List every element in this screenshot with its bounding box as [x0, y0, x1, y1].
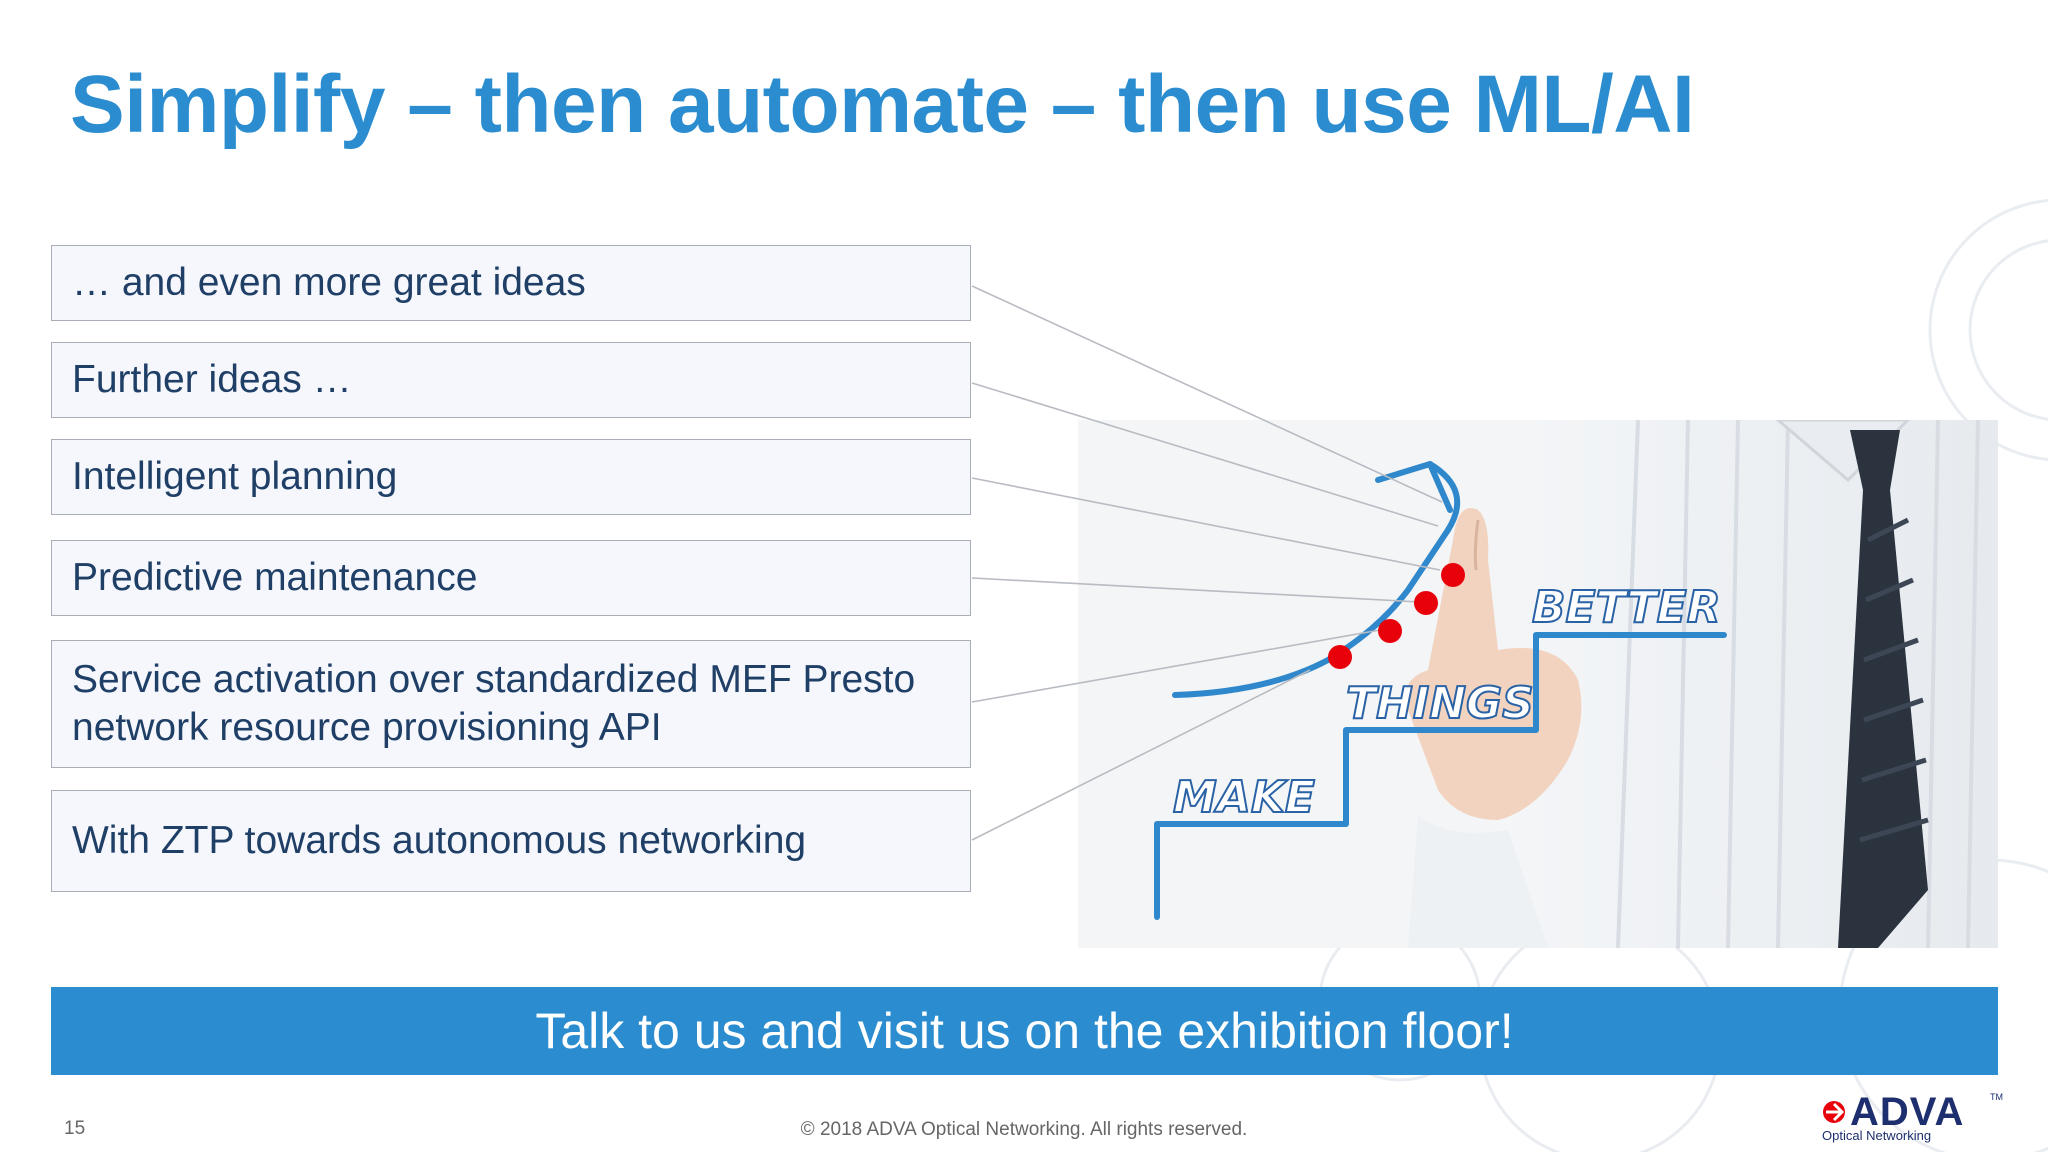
- image-word-make: MAKE: [1173, 772, 1315, 823]
- make-things-better-image: MAKE THINGS BETTER: [1078, 420, 1998, 948]
- idea-text: With ZTP towards autonomous networking: [72, 819, 807, 862]
- logo-subtitle: Optical Networking: [1822, 1128, 1932, 1143]
- page-number: 15: [64, 1118, 86, 1139]
- idea-box-more-great-ideas: … and even more great ideas: [51, 245, 971, 321]
- idea-text: Intelligent planning: [72, 455, 398, 498]
- idea-box-intelligent-planning: Intelligent planning: [51, 439, 971, 515]
- logo-wordmark: ADVA: [1850, 1090, 1965, 1134]
- adva-logo: ADVA TM Optical Networking: [1818, 1090, 2003, 1144]
- idea-text: Service activation over standardized MEF…: [72, 658, 916, 749]
- idea-text: Further ideas …: [72, 358, 352, 401]
- banner-text: Talk to us and visit us on the exhibitio…: [535, 1003, 1514, 1059]
- slide-title: Simplify – then automate – then use ML/A…: [70, 59, 1695, 150]
- idea-box-ztp-autonomous: With ZTP towards autonomous networking: [51, 790, 971, 892]
- image-word-things: THINGS: [1346, 678, 1534, 729]
- idea-text: … and even more great ideas: [72, 261, 586, 304]
- logo-trademark: TM: [1990, 1092, 2003, 1102]
- adva-logo-mark-icon: [1823, 1101, 1845, 1123]
- make-things-better-illustration: MAKE THINGS BETTER: [1078, 420, 1998, 948]
- idea-box-service-activation: Service activation over standardized MEF…: [51, 640, 971, 768]
- idea-text: Predictive maintenance: [72, 556, 478, 599]
- idea-box-further-ideas: Further ideas …: [51, 342, 971, 418]
- idea-box-predictive-maintenance: Predictive maintenance: [51, 540, 971, 616]
- exhibition-banner: Talk to us and visit us on the exhibitio…: [51, 987, 1998, 1075]
- image-word-better: BETTER: [1532, 582, 1721, 633]
- copyright-notice: © 2018 ADVA Optical Networking. All righ…: [800, 1119, 1248, 1140]
